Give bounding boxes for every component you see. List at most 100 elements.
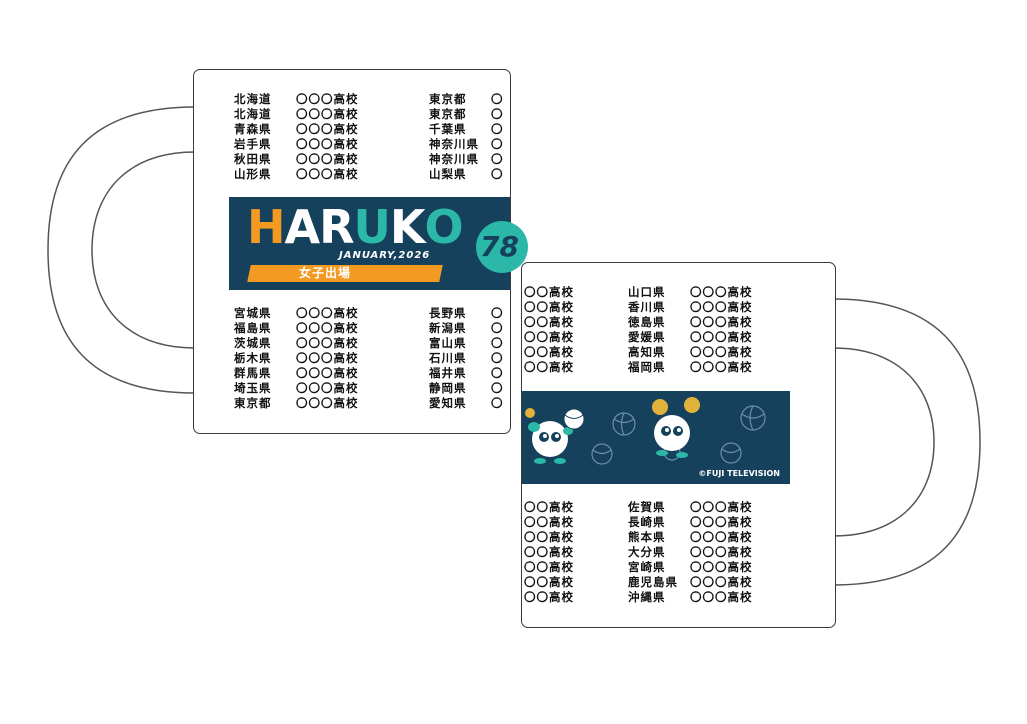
school-name: 〇 — [491, 351, 504, 365]
school-name: 〇〇〇高校 — [690, 285, 753, 299]
school-row: 〇〇高校 — [524, 345, 574, 360]
prefecture-name: 佐賀県 — [628, 500, 666, 514]
prefecture-name: 愛知県 — [429, 396, 467, 410]
school-name: 〇〇高校 — [524, 345, 574, 359]
mascot-icon — [525, 408, 585, 464]
prefecture-name: 愛媛県 — [628, 330, 666, 344]
school-row: 愛媛県 〇〇〇高校 — [628, 330, 753, 345]
prefecture-name: 宮城県 — [234, 306, 272, 320]
prefecture-name: 群馬県 — [234, 366, 272, 380]
school-name: 〇〇高校 — [524, 575, 574, 589]
school-name: 〇〇〇高校 — [690, 530, 753, 544]
school-row: 新潟県 〇 — [429, 321, 504, 336]
school-name: 〇〇〇高校 — [296, 366, 359, 380]
school-row: 〇〇高校 — [524, 575, 574, 590]
mascot-icon — [652, 397, 700, 458]
school-row: 山形県〇〇〇高校 — [234, 167, 359, 182]
school-name: 〇 — [491, 92, 504, 106]
school-name: 〇 — [491, 122, 504, 136]
school-row: 佐賀県 〇〇〇高校 — [628, 500, 753, 515]
prefecture-name: 富山県 — [429, 336, 467, 350]
prefecture-name: 新潟県 — [429, 321, 467, 335]
school-name: 〇〇高校 — [524, 300, 574, 314]
banner-date: JANUARY,2026 — [339, 250, 431, 261]
school-name: 〇〇〇高校 — [296, 336, 359, 350]
school-row: 〇〇高校 — [524, 285, 574, 300]
school-name: 〇〇〇高校 — [296, 351, 359, 365]
school-name: 〇 — [491, 107, 504, 121]
left-mug: 北海道〇〇〇高校北海道〇〇〇高校青森県〇〇〇高校岩手県〇〇〇高校秋田県〇〇〇高校… — [193, 69, 528, 434]
prefecture-name: 沖縄県 — [628, 590, 666, 604]
school-row: 群馬県 〇〇〇高校 — [234, 366, 359, 381]
prefecture-name: 埼玉県 — [234, 381, 272, 395]
prefecture-name: 青森県 — [234, 122, 272, 136]
prefecture-name: 福岡県 — [628, 360, 666, 374]
school-name: 〇〇〇高校 — [690, 500, 753, 514]
school-name: 〇〇〇高校 — [296, 137, 359, 151]
school-name: 〇〇〇高校 — [690, 360, 753, 374]
right-mug-handle — [832, 298, 981, 586]
school-row: 山梨県 〇 — [429, 167, 504, 182]
prefecture-name: 長崎県 — [628, 515, 666, 529]
school-row: 福島県〇〇〇高校 — [234, 321, 359, 336]
school-name: 〇〇〇高校 — [296, 167, 359, 181]
prefecture-name: 茨城県 — [234, 336, 272, 350]
school-row: 〇〇高校 — [524, 590, 574, 605]
school-name: 〇〇〇高校 — [690, 345, 753, 359]
school-row: 神奈川県〇 — [429, 137, 504, 152]
school-row: 徳島県 〇〇〇高校 — [628, 315, 753, 330]
school-name: 〇〇高校 — [524, 315, 574, 329]
school-name: 〇〇〇高校 — [296, 122, 359, 136]
school-name: 〇〇〇高校 — [690, 590, 753, 604]
prefecture-name: 大分県 — [628, 545, 666, 559]
prefecture-name: 熊本県 — [628, 530, 666, 544]
school-row: 静岡県〇 — [429, 381, 504, 396]
school-row: 宮城県〇〇〇高校 — [234, 306, 359, 321]
prefecture-name: 東京都 — [429, 92, 467, 106]
haruko-letter: U — [353, 200, 391, 254]
school-row: 北海道〇〇〇高校 — [234, 107, 359, 122]
school-row: 〇〇高校 — [524, 515, 574, 530]
prefecture-name: 徳島県 — [628, 315, 666, 329]
school-name: 〇 — [491, 321, 504, 335]
prefecture-name: 岩手県 — [234, 137, 272, 151]
school-name: 〇〇〇高校 — [296, 107, 359, 121]
school-name: 〇〇〇高校 — [690, 330, 753, 344]
school-row: 北海道〇〇〇高校 — [234, 92, 359, 107]
school-row: 栃木県〇〇〇高校 — [234, 351, 359, 366]
right-mug-top-right-list: 山口県〇〇〇高校香川県〇〇〇高校徳島県〇〇〇高校愛媛県〇〇〇高校高知県〇〇〇高校… — [628, 285, 753, 375]
school-row: 千葉県〇 — [429, 122, 504, 137]
school-name: 〇 — [491, 137, 504, 151]
number-badge-text: 78 — [480, 230, 519, 263]
school-row: 福井県〇 — [429, 366, 504, 381]
school-row: 東京都〇〇〇高校 — [234, 396, 359, 411]
prefecture-name: 鹿児島県 — [628, 575, 678, 589]
school-row: 長野県〇 — [429, 306, 504, 321]
school-name: 〇〇〇高校 — [690, 315, 753, 329]
school-row: 大分県〇〇〇高校 — [628, 545, 753, 560]
prefecture-name: 秋田県 — [234, 152, 272, 166]
school-row: 青森県 〇〇〇高校 — [234, 122, 359, 137]
school-name: 〇〇高校 — [524, 530, 574, 544]
right-mug-top-left-list: 〇〇高校〇〇高校〇〇高校〇〇高校〇〇高校〇〇高校 — [524, 285, 574, 375]
school-row: 高知県〇〇〇高校 — [628, 345, 753, 360]
haruko-banner: HARUKO JANUARY,2026 女子出場 78 — [229, 197, 528, 290]
prefecture-name: 福井県 — [429, 366, 467, 380]
school-name: 〇〇〇高校 — [690, 515, 753, 529]
school-name: 〇 — [491, 167, 504, 181]
copyright-text: ©FUJI TELEVISION — [698, 469, 780, 478]
school-row: 富山県〇 — [429, 336, 504, 351]
mascot-banner: ©FUJI TELEVISION — [522, 391, 790, 484]
school-name: 〇〇高校 — [524, 590, 574, 604]
school-row: 鹿児島県〇〇〇高校 — [628, 575, 753, 590]
right-mug-bottom-right-list: 佐賀県〇〇〇高校長崎県〇〇〇高校熊本県〇〇〇高校大分県〇〇〇高校宮崎県〇〇〇高校… — [628, 500, 753, 605]
prefecture-name: 石川県 — [429, 351, 467, 365]
prefecture-name: 山梨県 — [429, 167, 467, 181]
school-row: 福岡県 〇〇〇高校 — [628, 360, 753, 375]
school-name: 〇〇〇高校 — [690, 575, 753, 589]
prefecture-name: 東京都 — [429, 107, 467, 121]
school-name: 〇〇高校 — [524, 560, 574, 574]
school-row: 秋田県〇〇〇高校 — [234, 152, 359, 167]
school-name: 〇〇高校 — [524, 360, 574, 374]
school-row: 宮崎県〇〇〇高校 — [628, 560, 753, 575]
